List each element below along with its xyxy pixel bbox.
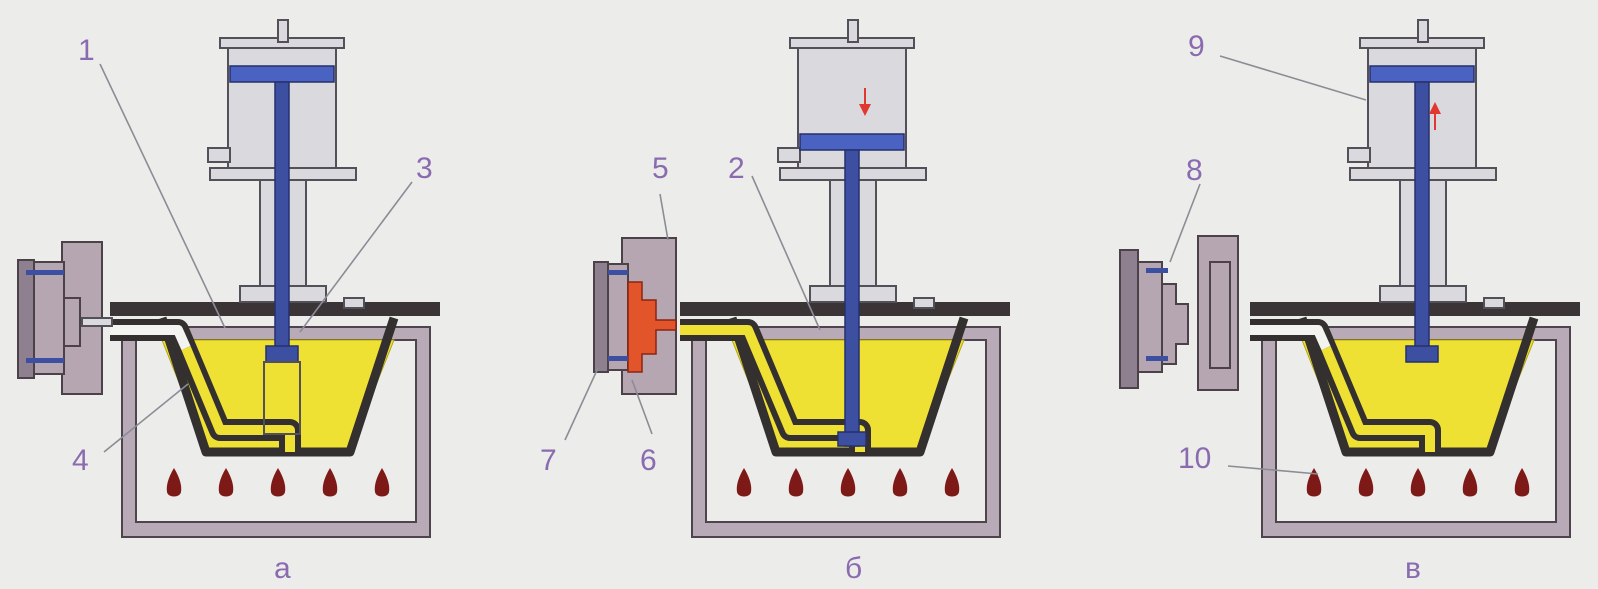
label-5: 5: [652, 152, 669, 185]
burner-row: [166, 468, 390, 497]
part-numbers: 1 3 4 5 2 7 6 9 8 10: [72, 30, 1211, 477]
arrow-up-icon: [1429, 102, 1441, 130]
crucible: [157, 316, 399, 457]
label-2: 2: [728, 152, 745, 185]
panel-c: [1119, 19, 1581, 538]
casting: [627, 281, 677, 373]
label-8: 8: [1186, 154, 1203, 187]
caption-b: б: [845, 552, 862, 585]
plunger-rod: [274, 81, 290, 349]
panel-b: [593, 19, 1011, 538]
leader-lines: [99, 55, 1367, 475]
label-10: 10: [1178, 442, 1211, 475]
arrow-down-icon: [859, 88, 871, 116]
caption-c: в: [1405, 552, 1421, 585]
label-1: 1: [78, 34, 95, 67]
label-3: 3: [416, 152, 433, 185]
mold-a: [17, 241, 113, 395]
caption-a: а: [274, 552, 291, 585]
label-7: 7: [540, 444, 557, 477]
mold-c: [1119, 235, 1239, 391]
mold-b: [593, 237, 677, 395]
label-4: 4: [72, 444, 89, 477]
label-6: 6: [640, 444, 657, 477]
label-9: 9: [1188, 30, 1205, 63]
panel-captions: а б в: [274, 552, 1421, 585]
panel-a: [17, 19, 441, 538]
